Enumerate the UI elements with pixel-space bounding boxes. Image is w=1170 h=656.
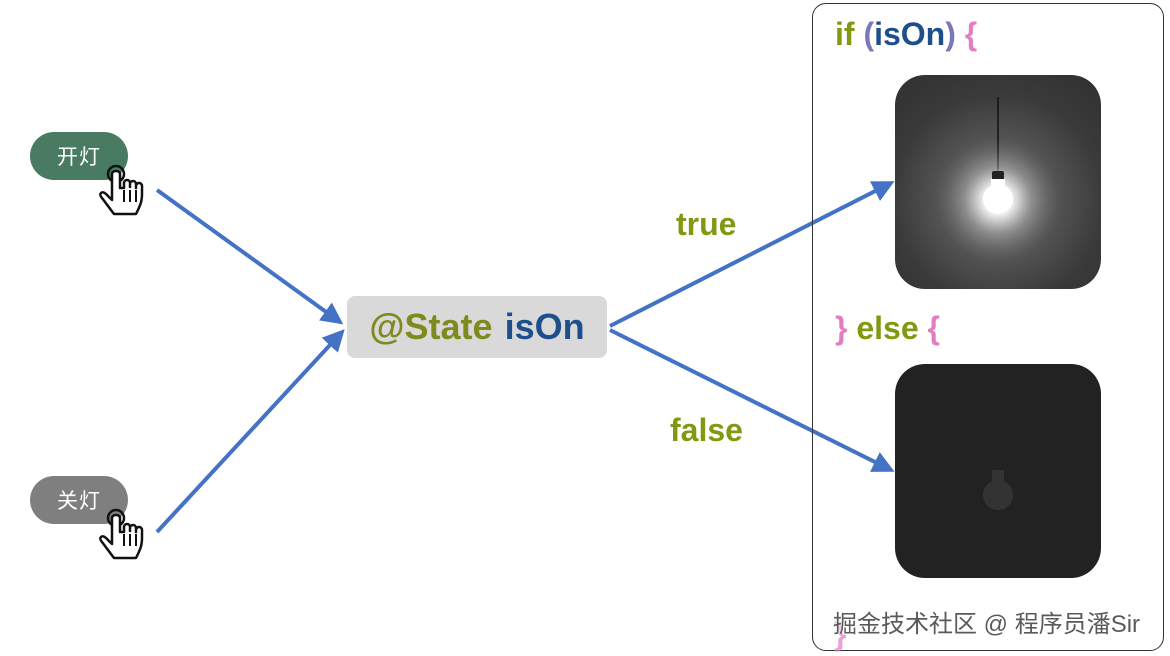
arrow-on-to-state [155, 188, 344, 325]
light-bulb-off-icon [895, 364, 1101, 578]
else-statement: } else { [835, 310, 940, 347]
light-bulb-on-icon [895, 75, 1101, 289]
if-brace-close: } [835, 310, 848, 346]
else-keyword: else [856, 310, 919, 346]
state-decorator: @State [369, 306, 493, 347]
arrow-off-to-state [155, 329, 345, 534]
else-brace-open: { [927, 310, 940, 346]
final-brace: } [834, 616, 847, 652]
if-brace-open: { [964, 16, 978, 52]
state-node: @State isOn [347, 296, 607, 358]
arrow-state-to-on-bulb [609, 181, 895, 328]
paren-open: ( [863, 16, 875, 52]
condition-variable: isOn [874, 16, 946, 52]
state-variable: isOn [504, 306, 585, 347]
watermark: 掘金技术社区 @ 程序员潘Sir [833, 611, 1141, 638]
hand-pointer-icon [99, 508, 144, 560]
turn-on-button[interactable]: 开灯 [30, 132, 128, 180]
if-statement: if (isOn) { [835, 16, 977, 53]
false-edge-label: false [670, 412, 743, 448]
true-edge-label: true [676, 206, 737, 242]
hand-pointer-icon [99, 164, 144, 216]
code-panel [812, 3, 1164, 651]
if-keyword: if [835, 16, 855, 52]
paren-close: ) [945, 16, 956, 52]
arrow-state-to-off-bulb [609, 328, 895, 472]
